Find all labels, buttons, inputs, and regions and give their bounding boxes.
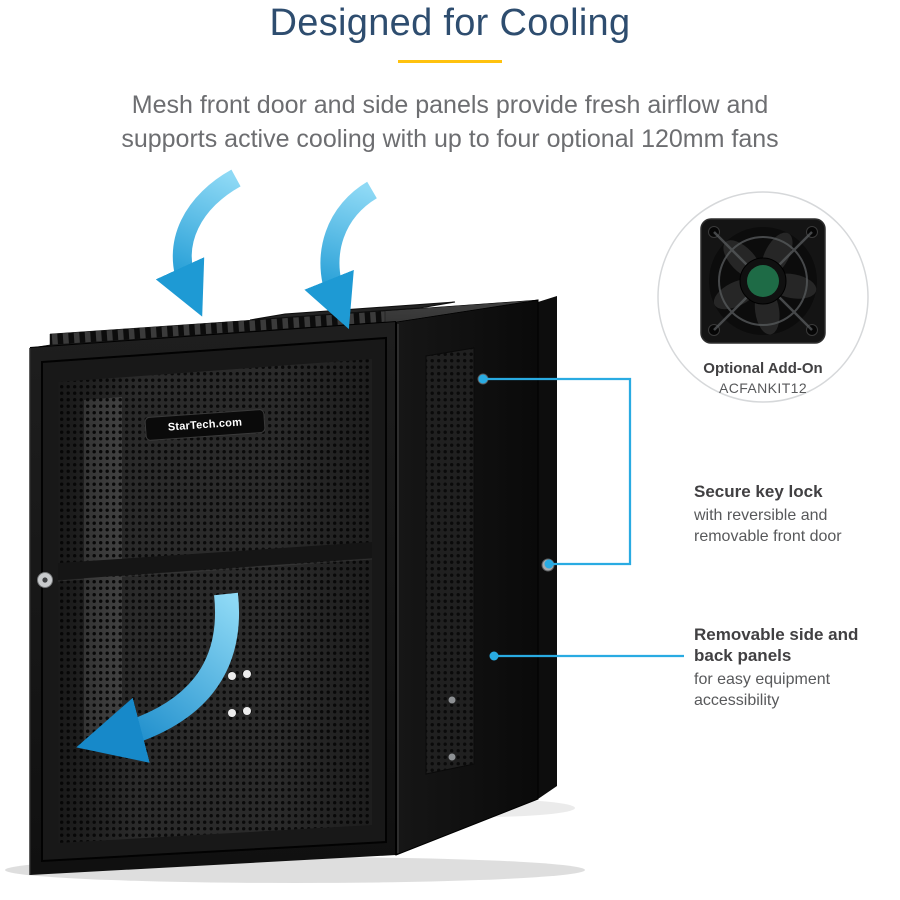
callout-key-lock-body: with reversible and removable front door xyxy=(694,507,842,545)
fan-addon-label: Optional Add-On xyxy=(703,360,823,377)
fan-photo xyxy=(657,191,869,403)
callout-line-panels xyxy=(489,651,684,661)
brand-badge-label: StarTech.com xyxy=(167,416,243,434)
wall-bracket xyxy=(538,296,557,799)
page-title: Designed for Cooling xyxy=(269,2,631,44)
key-lock xyxy=(37,572,53,588)
cage-nut-dots xyxy=(228,670,251,717)
subtitle-line-2: supports active cooling with up to four … xyxy=(121,125,779,153)
airflow-arrows xyxy=(155,169,378,330)
callout-removable-panels-body: for easy equipment accessibility xyxy=(694,671,831,709)
callout-line-key-lock xyxy=(478,374,632,569)
callout-removable-panels-heading: Removable side and back panels xyxy=(694,625,859,665)
side-panel xyxy=(395,299,555,856)
airflow-arrow-left-icon xyxy=(155,169,241,317)
subtitle-line-1: Mesh front door and side panels provide … xyxy=(131,91,769,119)
subtitle: Mesh front door and side panels provide … xyxy=(0,88,900,156)
fan-label xyxy=(747,265,779,297)
door-swing-arrow-icon xyxy=(76,592,239,763)
fan-addon-model: ACFANKIT12 xyxy=(718,380,808,396)
front-door xyxy=(29,322,397,875)
airflow-arrow-right-icon xyxy=(304,181,378,330)
callout-key-lock: Secure key lock with reversible and remo… xyxy=(694,481,866,547)
title-underline xyxy=(398,60,502,63)
door-stiffener xyxy=(58,542,372,580)
callout-key-lock-heading: Secure key lock xyxy=(694,482,823,501)
cabinet xyxy=(29,296,557,875)
fan-addon-caption: Optional Add-On ACFANKIT12 xyxy=(663,360,863,396)
callout-removable-panels: Removable side and back panels for easy … xyxy=(694,624,866,711)
